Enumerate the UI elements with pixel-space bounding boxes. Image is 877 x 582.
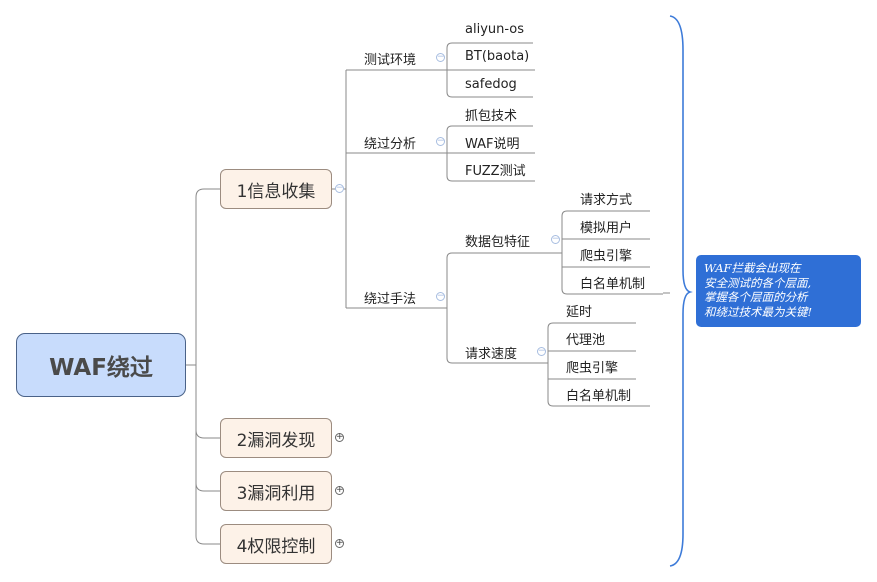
leaf-fuzz-testing[interactable]: FUZZ测试: [465, 164, 526, 179]
subtopic-bypass-analysis[interactable]: 绕过分析: [364, 137, 417, 152]
packet-features-leaf-lines: [561, 210, 663, 295]
expand-icon[interactable]: +: [335, 538, 344, 548]
leaf-aliyun-os[interactable]: aliyun-os: [465, 22, 525, 37]
bypass-methods-branch: [446, 252, 562, 364]
main-topic-vuln-discovery[interactable]: 2漏洞发现: [220, 418, 332, 458]
leaf-safedog[interactable]: safedog: [465, 77, 517, 92]
main-topic-vuln-exploitation[interactable]: 3漏洞利用: [220, 471, 332, 511]
leaf-request-method[interactable]: 请求方式: [580, 193, 633, 208]
leaf-whitelist[interactable]: 白名单机制: [580, 277, 646, 292]
summary-note-line: 掌握各个层面的分析: [704, 290, 808, 304]
collapse-icon[interactable]: −: [537, 346, 546, 356]
subtopic-test-env[interactable]: 测试环境: [364, 53, 417, 68]
root-topic[interactable]: WAF绕过: [16, 333, 186, 397]
collapse-icon[interactable]: −: [335, 183, 344, 193]
leaf-delay[interactable]: 延时: [566, 305, 593, 320]
expand-icon[interactable]: +: [335, 432, 344, 442]
bypass-analysis-leaf-lines: [446, 125, 535, 182]
summary-note-line: WAF拦截会出现在: [704, 261, 801, 275]
collapse-icon[interactable]: −: [436, 52, 445, 62]
leaf-crawler-engine[interactable]: 爬虫引擎: [566, 361, 619, 376]
summary-note-line: 和绕过技术最为关键!: [704, 304, 813, 319]
main-topic-privilege-control[interactable]: 4权限控制: [220, 524, 332, 564]
leaf-simulate-user[interactable]: 模拟用户: [580, 221, 633, 236]
leaf-bt-baota[interactable]: BT(baota): [465, 49, 530, 64]
collapse-icon[interactable]: −: [551, 234, 560, 244]
subtopic-packet-features[interactable]: 数据包特征: [465, 235, 531, 250]
leaf-waf-description[interactable]: WAF说明: [465, 137, 520, 152]
leaf-crawler-engine[interactable]: 爬虫引擎: [580, 249, 633, 264]
subtopic-bypass-methods[interactable]: 绕过手法: [364, 292, 417, 307]
subtopic-request-speed[interactable]: 请求速度: [465, 347, 518, 362]
request-speed-leaf-lines: [547, 322, 650, 407]
leaf-proxy-pool[interactable]: 代理池: [566, 333, 606, 348]
test-env-leaf-lines: [446, 42, 535, 98]
summary-brace: [669, 15, 693, 567]
summary-note[interactable]: WAF拦截会出现在 安全测试的各个层面, 掌握各个层面的分析 和绕过技术最为关键…: [696, 255, 861, 327]
leaf-whitelist[interactable]: 白名单机制: [566, 389, 632, 404]
summary-note-line: 安全测试的各个层面,: [704, 275, 812, 290]
collapse-icon[interactable]: −: [436, 291, 445, 301]
trunk-connector: [195, 188, 220, 545]
expand-icon[interactable]: +: [335, 485, 344, 495]
leaf-packet-capture[interactable]: 抓包技术: [465, 109, 518, 124]
main-topic-info-collection[interactable]: 1信息收集: [220, 169, 332, 209]
collapse-icon[interactable]: −: [436, 136, 445, 146]
